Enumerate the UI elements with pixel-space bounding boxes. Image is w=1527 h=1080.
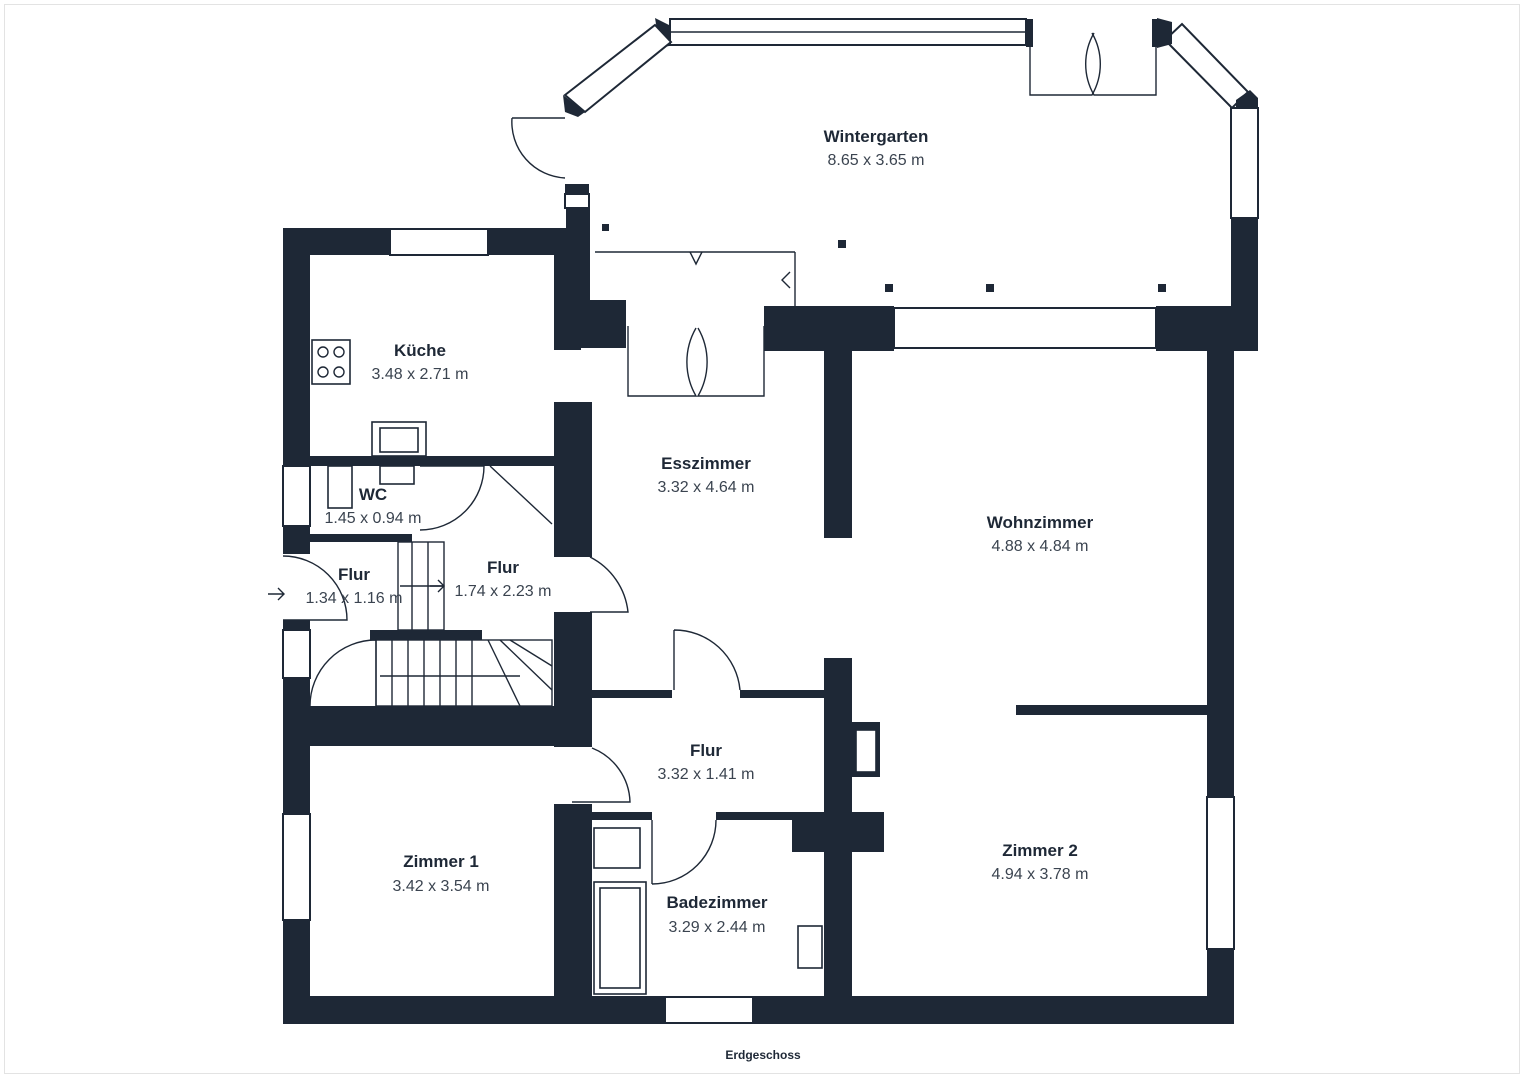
room-dims: 3.48 x 2.71 m (372, 366, 469, 383)
room-labels: Wintergarten 8.65 x 3.65 m Küche 3.48 x … (306, 127, 1094, 936)
interior-walls (300, 252, 1208, 1004)
room-dims: 4.88 x 4.84 m (992, 538, 1089, 555)
room-name: Badezimmer (666, 893, 767, 912)
room-name: Esszimmer (661, 454, 751, 473)
room-dims: 3.32 x 1.41 m (658, 766, 755, 783)
drawing-frame (4, 4, 1520, 1074)
staircase (375, 541, 553, 707)
room-name: Wintergarten (824, 127, 929, 146)
room-dims: 1.34 x 1.16 m (306, 590, 403, 607)
room-name: Küche (394, 341, 446, 360)
outer-walls (282, 228, 1234, 1024)
fixtures (311, 224, 1166, 995)
room-dims: 3.42 x 3.54 m (393, 878, 490, 895)
room-dims: 8.65 x 3.65 m (828, 152, 925, 169)
room-name: Wohnzimmer (987, 513, 1094, 532)
floor-label: Erdgeschoss (725, 1048, 801, 1062)
room-name: Flur (487, 558, 519, 577)
room-name: WC (359, 485, 387, 504)
arrow-left-icon (781, 271, 791, 289)
room-name: Zimmer 2 (1002, 841, 1078, 860)
arrow-down-icon (689, 251, 703, 266)
room-dims: 1.74 x 2.23 m (455, 583, 552, 600)
room-dims: 1.45 x 0.94 m (325, 510, 422, 527)
entrance-arrow-icon (268, 587, 285, 601)
doors (282, 32, 1157, 885)
stair-arrow-icon (430, 579, 445, 593)
room-name: Zimmer 1 (403, 852, 479, 871)
arrows (268, 251, 791, 601)
room-name: Flur (690, 741, 722, 760)
room-name: Flur (338, 565, 370, 584)
room-dims: 3.29 x 2.44 m (669, 919, 766, 936)
wintergarten-walls (563, 18, 1259, 1024)
room-dims: 3.32 x 4.64 m (658, 479, 755, 496)
room-dims: 4.94 x 3.78 m (992, 866, 1089, 883)
